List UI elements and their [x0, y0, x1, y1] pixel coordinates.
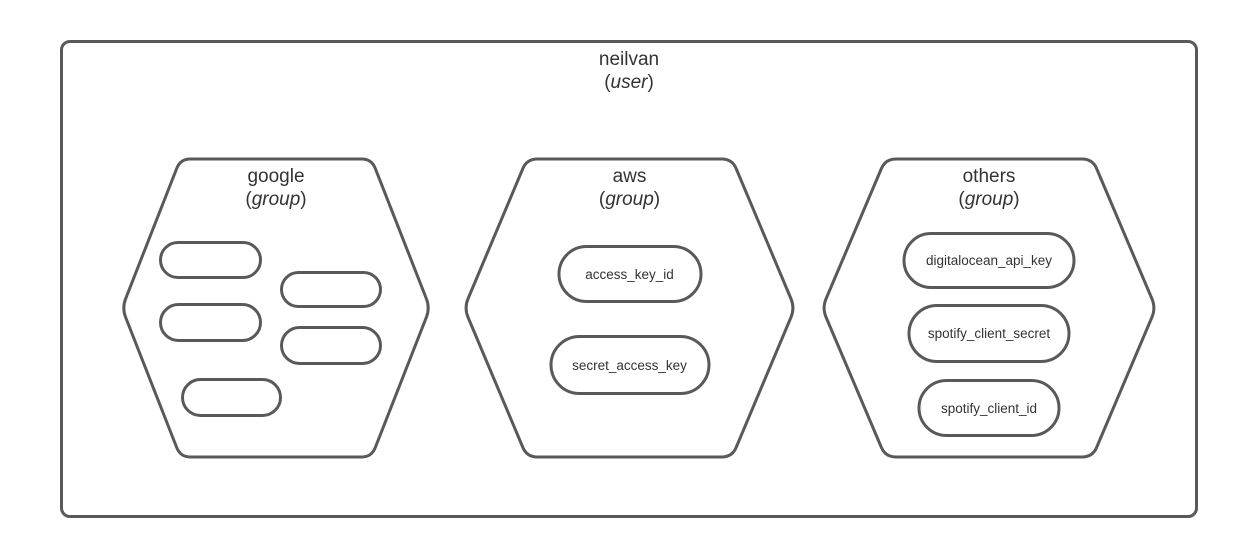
- hexagon-shape: [462, 157, 797, 459]
- secret-pill: spotify_client_secret: [907, 304, 1071, 363]
- group-label: aws (group): [462, 165, 797, 211]
- group-label: google (group): [120, 165, 432, 211]
- secret-name: digitalocean_api_key: [925, 253, 1053, 268]
- group-name: aws: [612, 166, 647, 187]
- empty-secret-pill: [181, 378, 282, 417]
- group-type: (group): [245, 189, 307, 210]
- empty-secret-pill: [159, 241, 262, 279]
- group-node-others: others (group) digitalocean_api_key spot…: [820, 157, 1158, 459]
- empty-secret-pill: [159, 303, 262, 342]
- user-name: neilvan: [598, 49, 660, 70]
- secret-name: spotify_client_id: [940, 400, 1038, 416]
- secret-name: access_key_id: [585, 266, 674, 282]
- secret-pill: secret_access_key: [549, 335, 710, 395]
- user-label: neilvan (user): [63, 48, 1195, 94]
- group-name: others: [962, 166, 1016, 187]
- group-label: others (group): [820, 165, 1158, 211]
- group-node-aws: aws (group) access_key_id secret_access_…: [462, 157, 797, 459]
- user-type: (user): [604, 72, 654, 93]
- group-name: google: [247, 166, 305, 187]
- secret-pill: spotify_client_id: [917, 379, 1061, 437]
- secret-name: secret_access_key: [572, 357, 687, 373]
- secret-name: spotify_client_secret: [927, 326, 1051, 341]
- secret-pill: access_key_id: [557, 245, 702, 303]
- secret-pill: digitalocean_api_key: [902, 232, 1076, 289]
- group-type: (group): [598, 189, 661, 210]
- group-node-google: google (group): [120, 157, 432, 459]
- group-type: (group): [958, 189, 1020, 210]
- empty-secret-pill: [280, 271, 382, 308]
- empty-secret-pill: [280, 326, 382, 365]
